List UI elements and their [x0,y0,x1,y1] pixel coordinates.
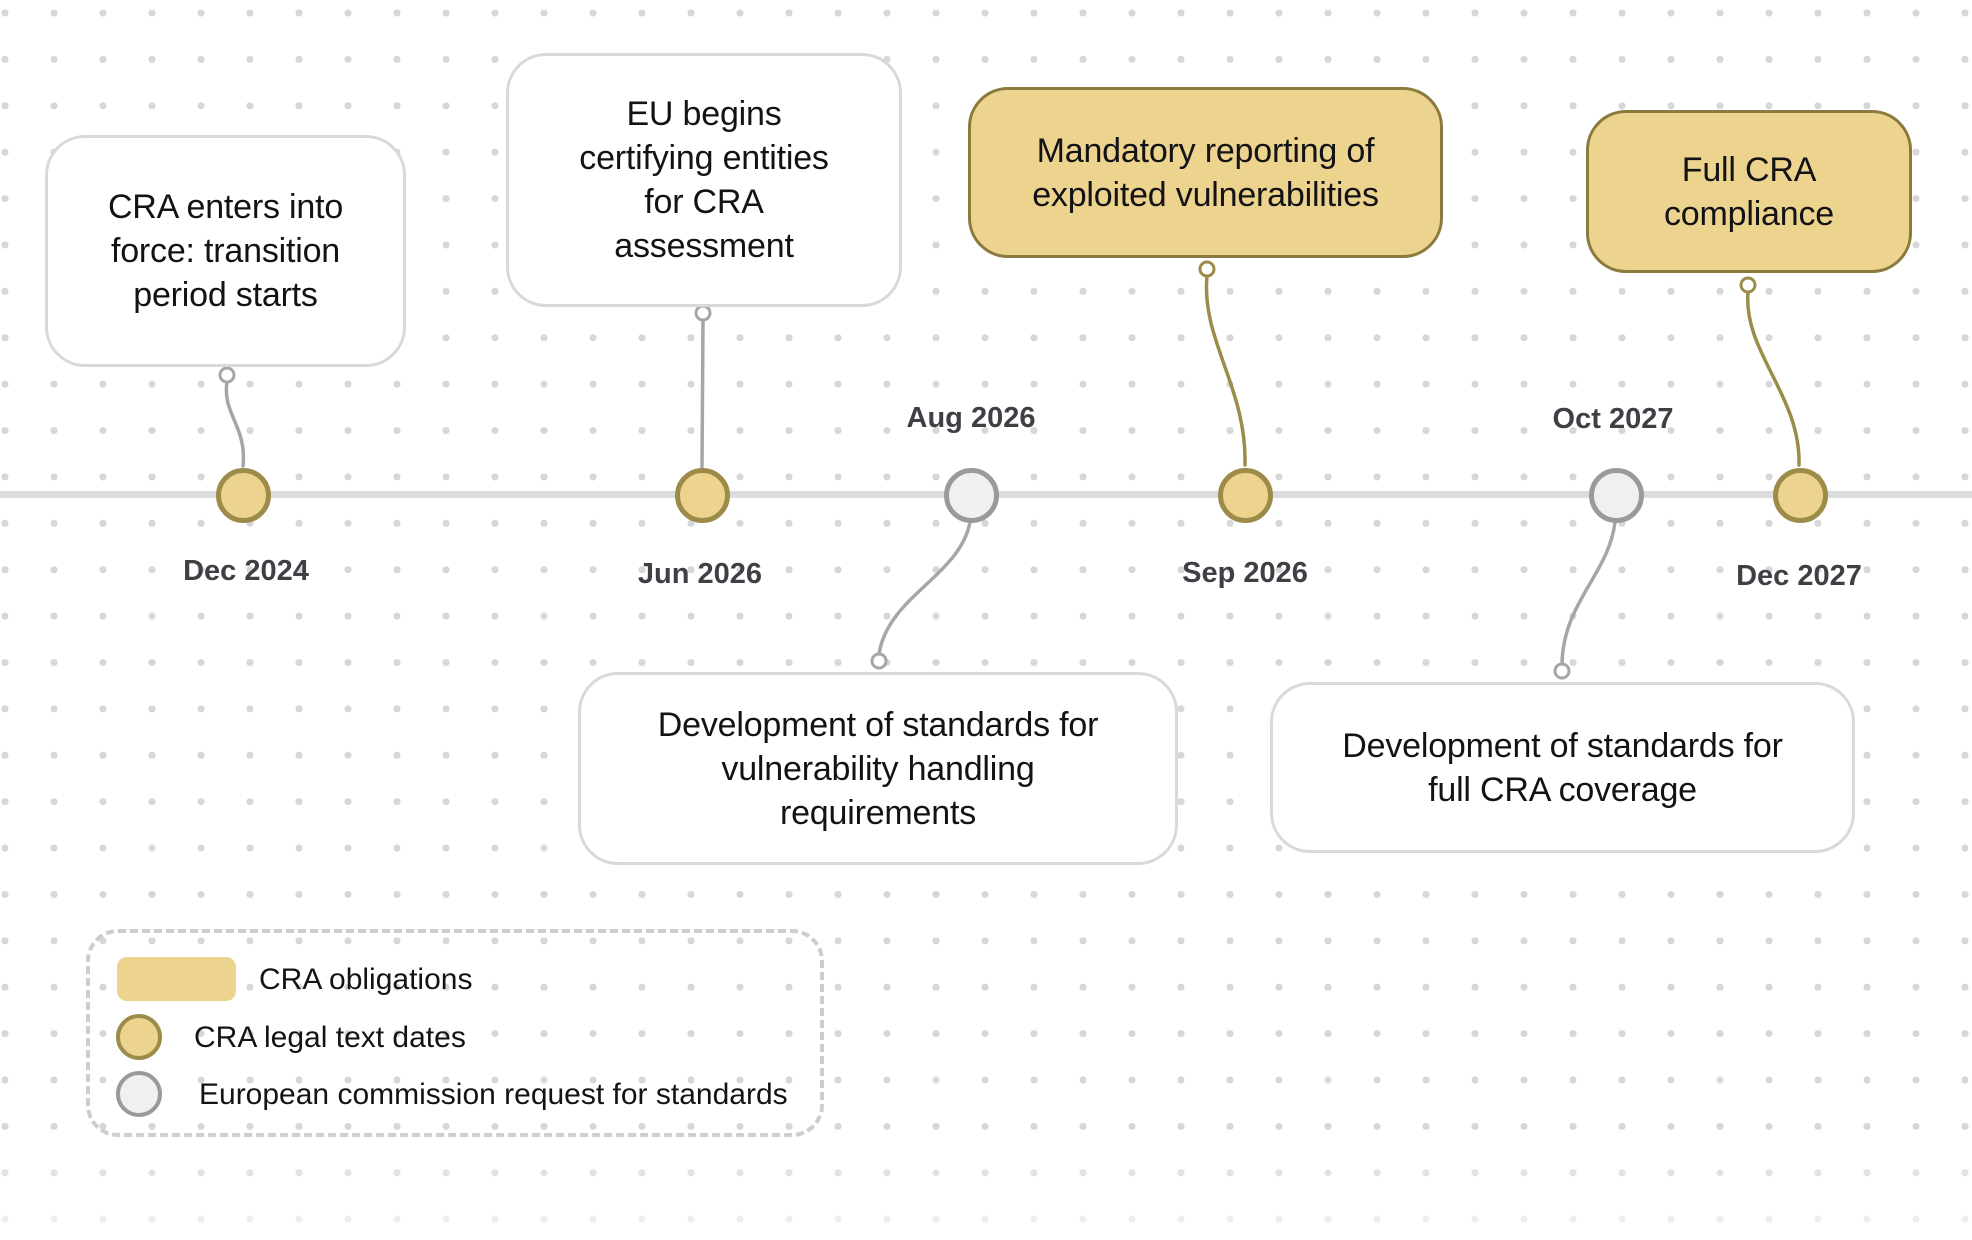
date-label-sep-2026: Sep 2026 [1182,557,1308,589]
date-label-dec-2024: Dec 2024 [183,555,309,587]
connector-dec-2027 [1746,290,1801,467]
connector-knob [1198,260,1216,278]
date-label-aug-2026: Aug 2026 [906,402,1036,434]
connector-knob [694,304,712,322]
event-box-full-compliance: Full CRA compliance [1586,110,1912,273]
date-label-oct-2027: Oct 2027 [1552,403,1674,435]
timeline-node-oct-2027 [1589,468,1644,523]
connector-jun-2026 [700,318,705,469]
timeline-node-sep-2026 [1218,468,1273,523]
legend-label-ec-request: European commission request for standard… [199,1078,788,1111]
timeline-node-dec-2027 [1773,468,1828,523]
legend-swatch-ec-request [116,1071,162,1117]
connector-aug-2026 [877,520,972,656]
event-box-standards-vulnerability: Development of standards for vulnerabili… [578,672,1178,865]
legend: CRA obligations CRA legal text dates Eur… [86,929,824,1137]
date-label-dec-2027: Dec 2027 [1736,560,1862,592]
event-box-mandatory-reporting: Mandatory reporting of exploited vulnera… [968,87,1443,258]
legend-label-cra-obligations: CRA obligations [259,963,473,996]
event-box-cra-enters-force: CRA enters into force: transition period… [45,135,406,367]
timeline-node-dec-2024 [216,468,271,523]
connector-dec-2024 [224,380,246,468]
connector-knob [1553,662,1571,680]
legend-swatch-cra-obligations [117,957,236,1001]
connector-knob [218,366,236,384]
timeline-node-jun-2026 [675,468,730,523]
connector-knob [1739,276,1757,294]
timeline-node-aug-2026 [944,468,999,523]
connector-knob [870,652,888,670]
legend-swatch-cra-legal-dates [116,1014,162,1060]
connector-oct-2027 [1560,520,1617,666]
event-box-eu-certifying: EU begins certifying entities for CRA as… [506,53,902,307]
legend-label-cra-legal-dates: CRA legal text dates [194,1021,466,1054]
date-label-jun-2026: Jun 2026 [637,558,763,590]
event-box-standards-full-coverage: Development of standards for full CRA co… [1270,682,1855,853]
connector-sep-2026 [1204,274,1247,467]
